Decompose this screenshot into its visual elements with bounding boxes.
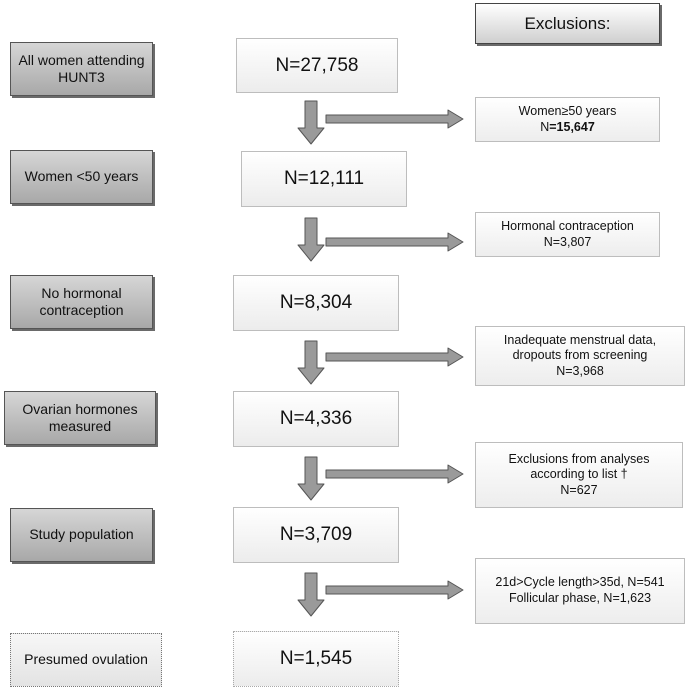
exclusion-box-hormonal-contraception: Hormonal contraception N=3,807 [475, 212, 660, 257]
right-arrow-2 [325, 232, 464, 252]
right-arrow-3 [325, 347, 464, 367]
count-box-study-population: N=3,709 [233, 507, 399, 563]
exclusion-box-analysis-list: Exclusions from analyses according to li… [475, 442, 683, 508]
down-arrow-5 [297, 572, 325, 617]
down-arrow-1 [297, 100, 325, 145]
right-arrow-4 [325, 464, 464, 484]
stage-label-no-hormonal-contraception: No hormonal contraception [10, 275, 153, 329]
count-box-presumed-ovulation: N=1,545 [233, 631, 399, 687]
exclusion-box-age: Women≥50 years N=15,647 [475, 97, 660, 142]
exclusion-box-menstrual-data: Inadequate menstrual data, dropouts from… [475, 326, 685, 386]
stage-label-ovarian-hormones: Ovarian hormones measured [4, 391, 156, 445]
count-box-all-women: N=27,758 [236, 38, 398, 93]
exclusion-box-cycle-length: 21d>Cycle length>35d, N=541 Follicular p… [475, 558, 685, 624]
down-arrow-3 [297, 340, 325, 385]
stage-label-study-population: Study population [10, 508, 153, 562]
exclusions-header-label: Exclusions: [524, 13, 611, 33]
down-arrow-2 [297, 217, 325, 262]
right-arrow-5 [325, 580, 464, 600]
count-box-no-hormonal-contraception: N=8,304 [233, 275, 399, 331]
stage-label-all-women: All women attending HUNT3 [10, 42, 153, 96]
stage-label-under-50: Women <50 years [10, 150, 153, 204]
stage-label-presumed-ovulation: Presumed ovulation [10, 633, 162, 687]
exclusions-header: Exclusions: [475, 3, 660, 44]
count-box-under-50: N=12,111 [241, 151, 407, 207]
count-box-ovarian-hormones: N=4,336 [233, 391, 399, 447]
down-arrow-4 [297, 456, 325, 501]
right-arrow-1 [325, 109, 464, 129]
